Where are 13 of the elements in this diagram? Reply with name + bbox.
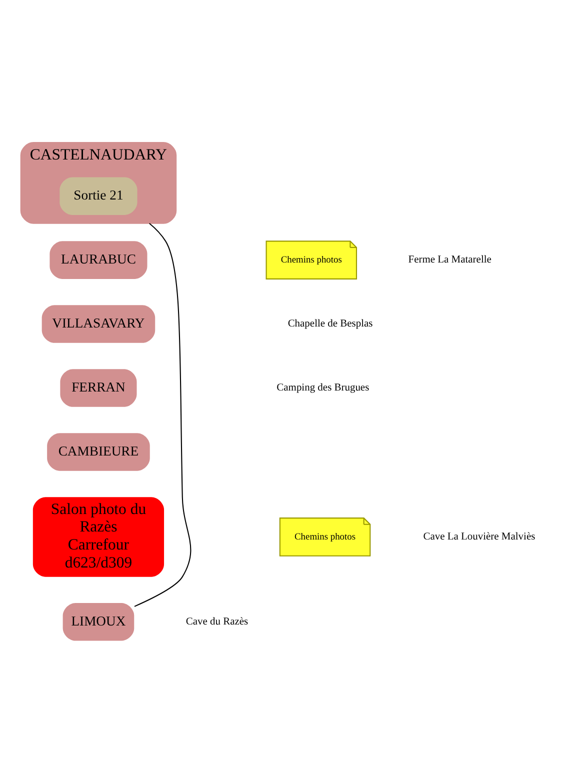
label: Camping des Brugues [276, 382, 370, 394]
node-box: FERRAN [60, 368, 137, 406]
node-box: LIMOUX [62, 602, 134, 640]
node-box: VILLASAVARY [42, 304, 156, 342]
node-box: CAMBIEURE [47, 432, 150, 470]
connector [134, 222, 192, 606]
label: Chapelle de Besplas [288, 318, 373, 330]
label: Ferme La Matarelle [408, 254, 492, 266]
label: Cave La Louvière Malviès [423, 531, 536, 542]
node-box: Salon photo du Razès Carrefour d623/d309 [32, 496, 164, 576]
node-box: LAURABUC [50, 240, 148, 278]
node-box: Sortie 21 [60, 176, 138, 214]
label: Cave du Razès [186, 616, 248, 628]
